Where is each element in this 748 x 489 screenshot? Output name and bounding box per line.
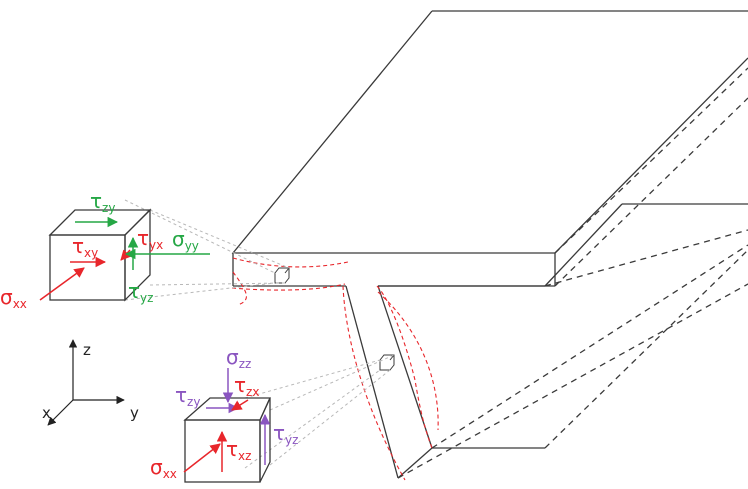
upper-sigma-xx-label: σxx xyxy=(0,285,27,311)
upper-tau-yx-label: τyx xyxy=(137,226,163,252)
lower-tau-zx-label: τzx xyxy=(234,373,259,399)
web-left-edge xyxy=(345,285,399,479)
beam-continuation-dashed xyxy=(397,67,748,479)
lower-tau-xz-label: τxz xyxy=(226,437,251,463)
lower-sigma-xx-label: σxx xyxy=(150,455,177,481)
lower-sigma-xx-arrow xyxy=(183,443,221,473)
leader-lines xyxy=(124,199,395,469)
z-axis-label: z xyxy=(83,341,91,359)
upper-sigma-yy-label: σyy xyxy=(172,227,199,253)
x-axis-arrow xyxy=(47,399,74,426)
web-sample-cube xyxy=(379,354,395,371)
t-beam xyxy=(231,10,748,479)
coordinate-axes xyxy=(47,339,125,426)
lower-tau-yz-label: τyz xyxy=(273,421,298,447)
lower-tau-zy-label: τzy xyxy=(175,383,200,409)
x-axis-label: x xyxy=(42,404,51,422)
lower-sigma-zz-label: σzz xyxy=(226,345,251,371)
upper-tau-zy-label: τzy xyxy=(90,189,115,215)
flange-under-edge xyxy=(544,203,623,287)
flange-sample-cube xyxy=(274,267,290,284)
flange-front-top-edge xyxy=(231,10,748,254)
web-bottom-edge xyxy=(397,447,433,479)
deflected-shape xyxy=(231,257,439,481)
y-axis-label: y xyxy=(130,404,139,422)
upper-sigma-xx-arrow xyxy=(39,267,85,301)
lower-tau-zx-arrow xyxy=(231,399,249,411)
upper-tau-yz-label: τyz xyxy=(128,279,153,305)
upper-tau-xy-label: τxy xyxy=(72,234,98,260)
lower-stress-cube xyxy=(183,397,272,483)
upper-stress-cube xyxy=(48,208,152,302)
